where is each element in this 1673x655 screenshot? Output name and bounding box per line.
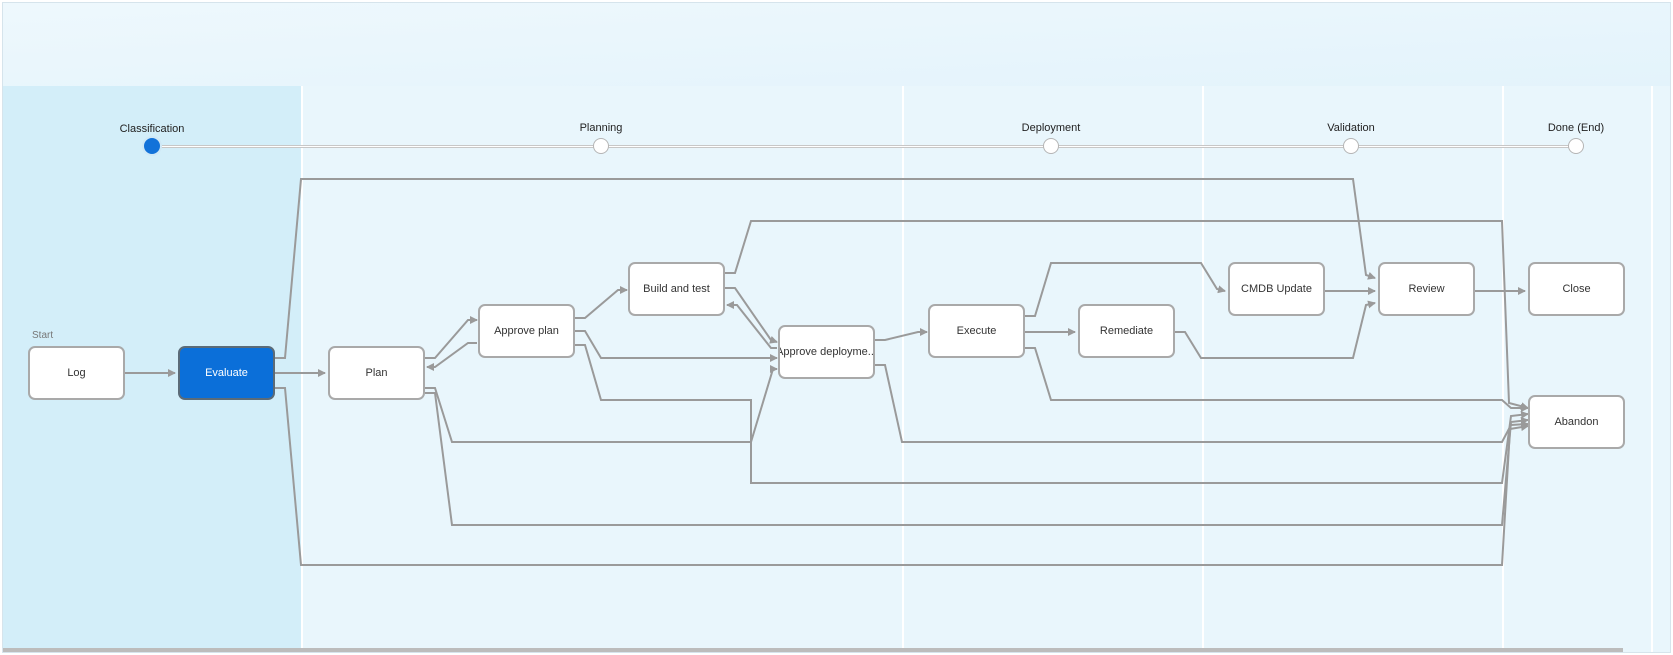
- start-label: Start: [32, 330, 54, 341]
- edge-plan-approvedeploy-lower: [425, 365, 778, 443]
- node-abandon[interactable]: Abandon: [1528, 395, 1625, 449]
- lane-done: [1502, 86, 1653, 652]
- node-abandon-label: Abandon: [1554, 416, 1599, 428]
- horizontal-scrollbar[interactable]: [3, 648, 1623, 652]
- edge-execute-abandon: [1025, 347, 1529, 412]
- node-execute[interactable]: Execute: [928, 304, 1025, 358]
- lane-validation: [1202, 86, 1502, 652]
- node-approve-plan[interactable]: Approve plan: [478, 304, 575, 358]
- node-log-label: Log: [67, 367, 86, 379]
- phase-dot-validation[interactable]: [1343, 138, 1359, 154]
- node-approve-plan-label: Approve plan: [494, 325, 559, 337]
- node-review[interactable]: Review: [1378, 262, 1475, 316]
- edge-remediate-review: [1175, 300, 1376, 359]
- edge-buildtest-abandon: [725, 220, 1529, 411]
- node-plan[interactable]: Plan: [328, 346, 425, 400]
- node-close-label: Close: [1562, 283, 1591, 295]
- node-execute-label: Execute: [956, 325, 997, 337]
- phase-dot-done[interactable]: [1568, 138, 1584, 154]
- phase-dot-deployment[interactable]: [1043, 138, 1059, 154]
- edge-evaluate-abandon: [275, 387, 1529, 566]
- edge-execute-cmdb: [1025, 262, 1226, 317]
- phase-dot-classification[interactable]: [142, 136, 162, 156]
- edge-approveplan-abandon: [575, 344, 1529, 484]
- edge-approveplan-approvedeploy: [575, 330, 778, 362]
- node-build-and-test[interactable]: Build and test: [628, 262, 725, 316]
- edge-approveplan-plan: [426, 342, 477, 371]
- node-plan-label: Plan: [365, 367, 388, 379]
- node-approve-deployment[interactable]: Approve deployme...: [778, 325, 875, 379]
- node-close[interactable]: Close: [1528, 262, 1625, 316]
- edge-approveplan-buildtest: [575, 286, 628, 319]
- phase-label-validation: Validation: [1327, 122, 1375, 134]
- phase-label-deployment: Deployment: [1021, 122, 1081, 134]
- edge-plan-abandon: [425, 392, 1529, 526]
- lane-planning: [301, 86, 902, 652]
- header-band: [3, 3, 1670, 86]
- phase-dot-planning[interactable]: [593, 138, 609, 154]
- node-log[interactable]: Log: [28, 346, 125, 400]
- node-remediate[interactable]: Remediate: [1078, 304, 1175, 358]
- edge-approvedeploy-execute: [875, 328, 928, 341]
- edge-plan-approveplan: [425, 316, 478, 359]
- phase-label-done: Done (End): [1547, 122, 1605, 134]
- edge-approvedeploy-abandon: [875, 364, 1529, 443]
- phase-label-classification: Classification: [119, 123, 185, 135]
- node-remediate-label: Remediate: [1099, 325, 1154, 337]
- phase-label-planning: Planning: [579, 122, 623, 134]
- node-review-label: Review: [1408, 283, 1445, 295]
- lane-deployment: [902, 86, 1202, 652]
- edge-buildtest-approvedeploy: [725, 287, 778, 344]
- node-cmdb-update[interactable]: CMDB Update: [1228, 262, 1325, 316]
- node-cmdb-update-label: CMDB Update: [1241, 283, 1312, 295]
- edge-evaluate-review: [275, 178, 1376, 359]
- node-approve-deployment-label: Approve deployme...: [778, 346, 875, 358]
- node-evaluate-label: Evaluate: [205, 367, 248, 379]
- edge-approvedeploy-buildtest: [726, 301, 777, 349]
- transition-arrows: [125, 178, 1529, 566]
- node-build-and-test-label: Build and test: [643, 283, 710, 295]
- node-evaluate[interactable]: Evaluate: [178, 346, 275, 400]
- phase-track: [151, 145, 1577, 148]
